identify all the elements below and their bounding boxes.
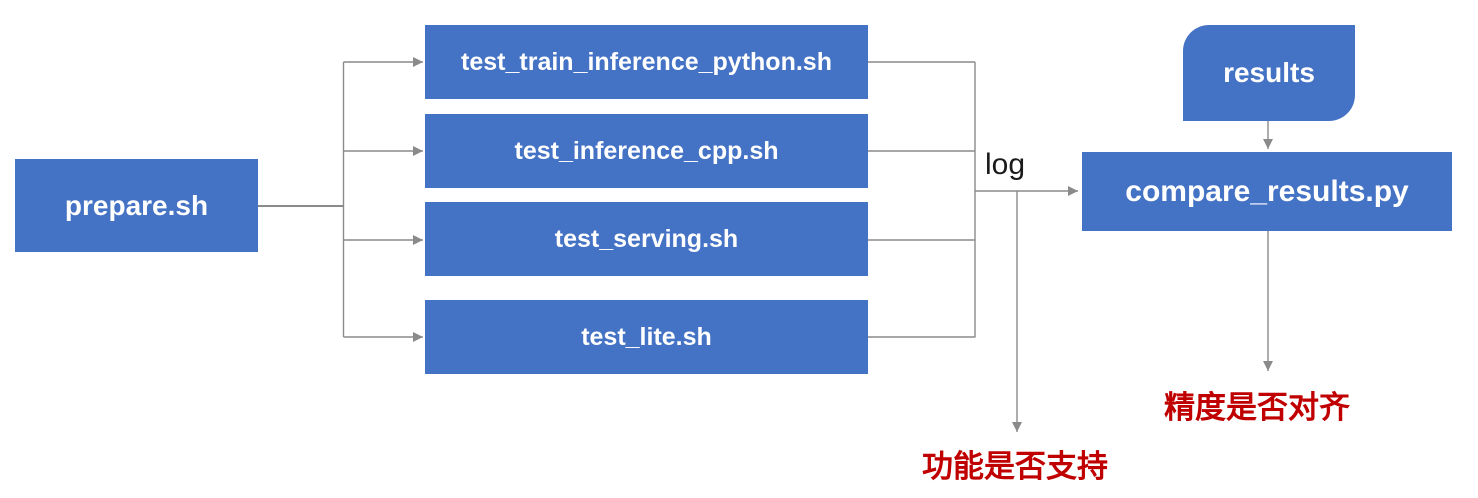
node-test-train-inference-python-label: test_train_inference_python.sh — [461, 47, 832, 76]
outcome-function-support: 功能是否支持 — [922, 449, 1108, 484]
node-prepare-sh-label: prepare.sh — [64, 189, 209, 221]
node-test-train-inference-python: test_train_inference_python.sh — [425, 25, 868, 99]
node-test-serving: test_serving.sh — [425, 202, 868, 276]
node-test-serving-label: test_serving.sh — [554, 224, 739, 253]
outcome-precision-align: 精度是否对齐 — [1164, 390, 1350, 425]
node-test-inference-cpp-label: test_inference_cpp.sh — [514, 136, 779, 165]
node-test-lite: test_lite.sh — [425, 300, 868, 374]
node-test-lite-label: test_lite.sh — [581, 322, 712, 351]
node-results: results — [1183, 25, 1355, 121]
node-compare-results-py-label: compare_results.py — [1125, 174, 1409, 208]
node-test-inference-cpp: test_inference_cpp.sh — [425, 114, 868, 188]
node-prepare-sh: prepare.sh — [15, 159, 258, 252]
log-annotation: log — [985, 148, 1026, 181]
node-compare-results-py: compare_results.py — [1082, 152, 1452, 231]
node-results-label: results — [1223, 57, 1315, 88]
